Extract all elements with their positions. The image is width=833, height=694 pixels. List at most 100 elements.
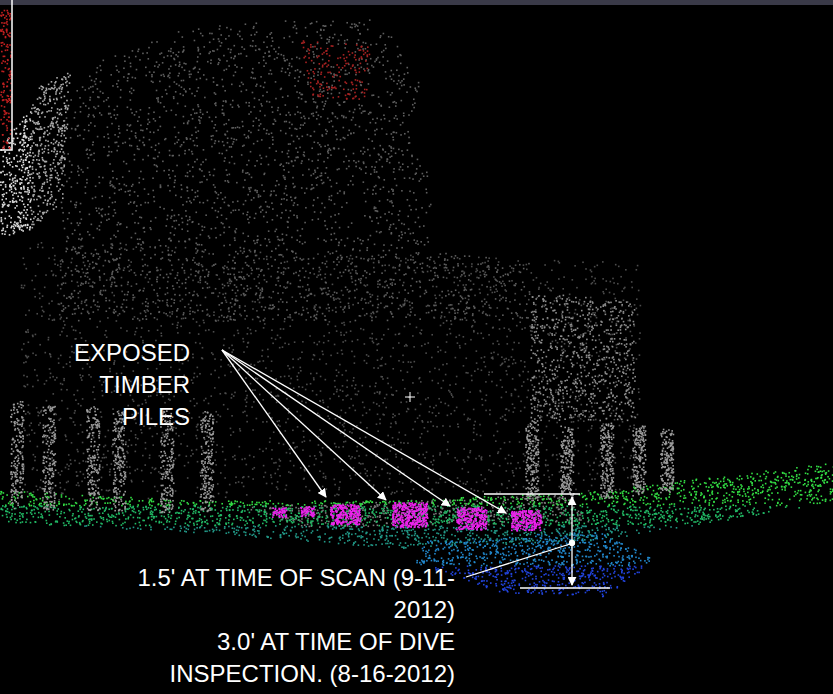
scan-point [297, 379, 299, 381]
scan-point [275, 462, 277, 464]
scan-point [473, 409, 475, 411]
scan-point [463, 448, 465, 450]
scan-point [602, 291, 604, 293]
scan-point [472, 325, 474, 327]
scan-point [562, 355, 564, 357]
scan-point [392, 413, 394, 415]
scan-point [563, 361, 565, 363]
scan-point [107, 450, 109, 452]
scan-point [495, 258, 497, 260]
scan-point [502, 416, 504, 418]
scan-point [168, 247, 170, 249]
scan-point [37, 411, 39, 413]
scan-point [573, 416, 575, 418]
scan-point [450, 320, 452, 322]
scan-point [488, 371, 490, 373]
scan-point [342, 294, 344, 296]
scan-point [195, 435, 197, 437]
scan-point [54, 263, 56, 265]
scan-point [336, 375, 338, 377]
scan-point [474, 295, 476, 297]
scan-point [340, 332, 342, 334]
scan-point [363, 329, 365, 331]
scan-point [320, 376, 322, 378]
scan-point [498, 451, 500, 453]
scan-point [377, 296, 379, 298]
scan-point [558, 486, 560, 488]
scan-point [528, 424, 530, 426]
scan-point [365, 277, 367, 279]
scan-point [540, 283, 542, 285]
scan-point [149, 457, 151, 459]
scan-point [69, 366, 71, 368]
scan-point [58, 499, 60, 501]
scan-point [106, 279, 108, 281]
scan-point [244, 318, 246, 320]
scan-point [542, 379, 544, 381]
scan-point [325, 273, 327, 275]
scan-point [338, 396, 340, 398]
scan-point [323, 402, 325, 404]
scan-point [190, 274, 192, 276]
scan-point [476, 434, 478, 436]
scan-point [531, 345, 533, 347]
scan-point [615, 462, 617, 464]
scan-point [222, 451, 224, 453]
scan-point [325, 379, 327, 381]
scan-point [624, 287, 626, 289]
scan-point [496, 492, 498, 494]
scan-point [286, 485, 288, 487]
scan-point [481, 369, 483, 371]
scan-point [325, 478, 327, 480]
scan-point [392, 437, 394, 439]
scan-point [509, 441, 511, 443]
scan-point [21, 349, 23, 351]
scan-point [364, 468, 366, 470]
scan-point [318, 271, 320, 273]
scan-point [485, 366, 487, 368]
scan-point [485, 314, 487, 316]
scan-point [135, 246, 137, 248]
scan-point [390, 493, 392, 495]
scan-point [509, 301, 511, 303]
scan-point [147, 310, 149, 312]
scan-point [409, 301, 411, 303]
scan-point [62, 493, 64, 495]
scan-point [255, 330, 257, 332]
scan-point [297, 395, 299, 397]
scan-point [501, 397, 503, 399]
scan-point [447, 453, 449, 455]
scan-point [156, 433, 158, 435]
scan-point [338, 494, 340, 496]
scan-point [200, 472, 202, 474]
scan-point [482, 262, 484, 264]
scan-point [28, 341, 30, 343]
scan-point [524, 366, 526, 368]
scan-point [368, 258, 370, 260]
scan-point [536, 297, 538, 299]
scan-point [289, 325, 291, 327]
scan-point [99, 321, 101, 323]
scan-point [201, 447, 203, 449]
scan-point [552, 455, 554, 457]
scan-point [462, 468, 464, 470]
scan-point [562, 288, 564, 290]
scan-point [319, 470, 321, 472]
scan-point [387, 435, 389, 437]
scan-point [614, 318, 616, 320]
scan-point [488, 257, 490, 259]
scan-point [632, 359, 634, 361]
scan-point [480, 474, 482, 476]
scan-point [551, 474, 553, 476]
scan-point [180, 443, 182, 445]
scan-point [197, 461, 199, 463]
scan-point [446, 334, 448, 336]
scan-point [26, 357, 28, 359]
scan-point [325, 476, 327, 478]
scan-point [37, 244, 39, 246]
scan-point [329, 253, 331, 255]
scan-point [53, 471, 55, 473]
scan-point [503, 327, 505, 329]
scan-point [498, 343, 500, 345]
scan-point [384, 264, 386, 266]
